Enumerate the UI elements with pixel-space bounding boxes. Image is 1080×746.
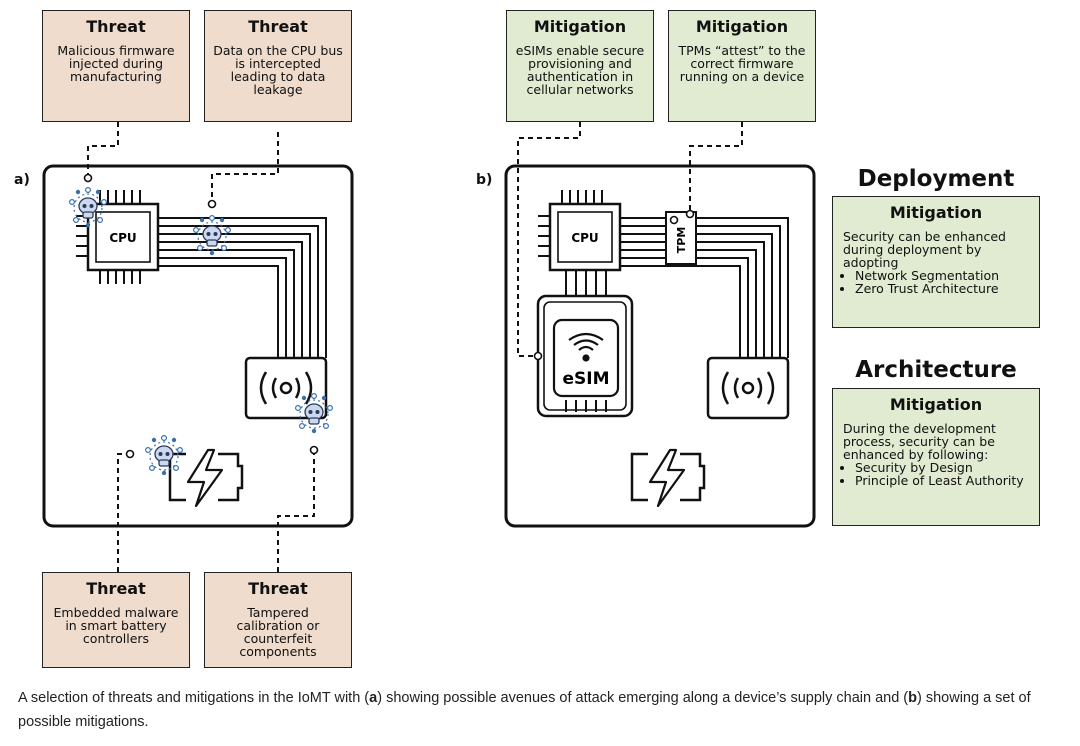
device-outline-a [42, 164, 354, 528]
mitigation-description: eSIMs enable secure provisioning and aut… [515, 43, 645, 97]
architecture-bullets: Security by Design Principle of Least Au… [833, 461, 1039, 487]
threat-box-tampered-components: Threat Tampered calibration or counterfe… [204, 572, 352, 668]
deployment-heading: Deployment [857, 166, 1015, 192]
cpu-chip-icon [76, 190, 160, 284]
threat-description: Data on the CPU bus is intercepted leadi… [213, 43, 343, 97]
cpu-bus-a [158, 217, 327, 358]
deployment-mitigation-box: Mitigation Security can be enhanced duri… [832, 196, 1040, 328]
mitigation-title: Mitigation [695, 17, 789, 36]
mitigation-description: During the development process, security… [843, 421, 996, 462]
threat-title: Threat [248, 579, 308, 598]
caption-text: ) showing possible avenues of attack eme… [377, 690, 909, 706]
tpm-chip-icon [665, 211, 697, 265]
mitigation-box-esim: Mitigation eSIMs enable secure provision… [506, 10, 654, 122]
device-outline-b [504, 164, 816, 528]
mitigation-description: Security can be enhanced during deployme… [843, 229, 1006, 270]
list-item: Network Segmentation [855, 269, 1039, 282]
threat-title: Threat [86, 17, 146, 36]
esim-label: eSIM [562, 369, 609, 389]
battery-charging-icon [630, 448, 706, 508]
mitigation-box-tpm: Mitigation TPMs “attest” to the correct … [668, 10, 816, 122]
threat-box-battery-malware: Threat Embedded malware in smart battery… [42, 572, 190, 668]
threat-description: Malicious firmware injected during manuf… [57, 43, 175, 84]
architecture-heading: Architecture [855, 357, 1017, 383]
threat-title: Threat [248, 17, 308, 36]
threat-box-firmware: Threat Malicious firmware injected durin… [42, 10, 190, 122]
threat-description: Tampered calibration or counterfeit comp… [236, 605, 320, 659]
caption-panel-b-ref: b [908, 690, 917, 706]
skull-icon [144, 434, 184, 476]
list-item: Principle of Least Authority [855, 474, 1039, 487]
mitigation-title: Mitigation [889, 395, 983, 414]
panel-b-label: b) [476, 172, 493, 188]
figure-caption: A selection of threats and mitigations i… [18, 686, 1058, 734]
cpu-label-b: CPU [571, 231, 598, 245]
battery-charging-icon [168, 448, 244, 508]
caption-panel-a-ref: a [369, 690, 378, 706]
threat-box-bus-interception: Threat Data on the CPU bus is intercepte… [204, 10, 352, 122]
wifi-icon [568, 332, 604, 362]
caption-text: ) showing a set of possible mitigations. [18, 690, 1031, 730]
antenna-icon [706, 356, 790, 420]
cpu-chip-icon [538, 190, 622, 298]
list-item: Zero Trust Architecture [855, 282, 1039, 295]
diagram-canvas: CPU CPU TPM eSIM [42, 122, 816, 572]
cpu-bus-b [620, 217, 789, 358]
deployment-bullets: Network Segmentation Zero Trust Architec… [833, 269, 1039, 295]
panel-a-label: a) [14, 172, 30, 188]
threat-title: Threat [86, 579, 146, 598]
mitigation-description: TPMs “attest” to the correct firmware ru… [678, 43, 806, 84]
architecture-mitigation-box: Mitigation During the development proces… [832, 388, 1040, 526]
iomt-threats-mitigations-diagram: CPU CPU TPM eSIM a) b) Threat Malicious … [0, 0, 1080, 680]
cpu-label-a: CPU [109, 231, 136, 245]
threat-connectors-a [87, 122, 315, 572]
mitigation-connectors-b [517, 122, 743, 357]
tpm-label: TPM [675, 227, 688, 254]
mitigation-title: Mitigation [889, 203, 983, 222]
list-item: Security by Design [855, 461, 1039, 474]
caption-text: A selection of threats and mitigations i… [18, 690, 370, 706]
mitigation-title: Mitigation [533, 17, 627, 36]
threat-description: Embedded malware in smart battery contro… [53, 605, 179, 646]
